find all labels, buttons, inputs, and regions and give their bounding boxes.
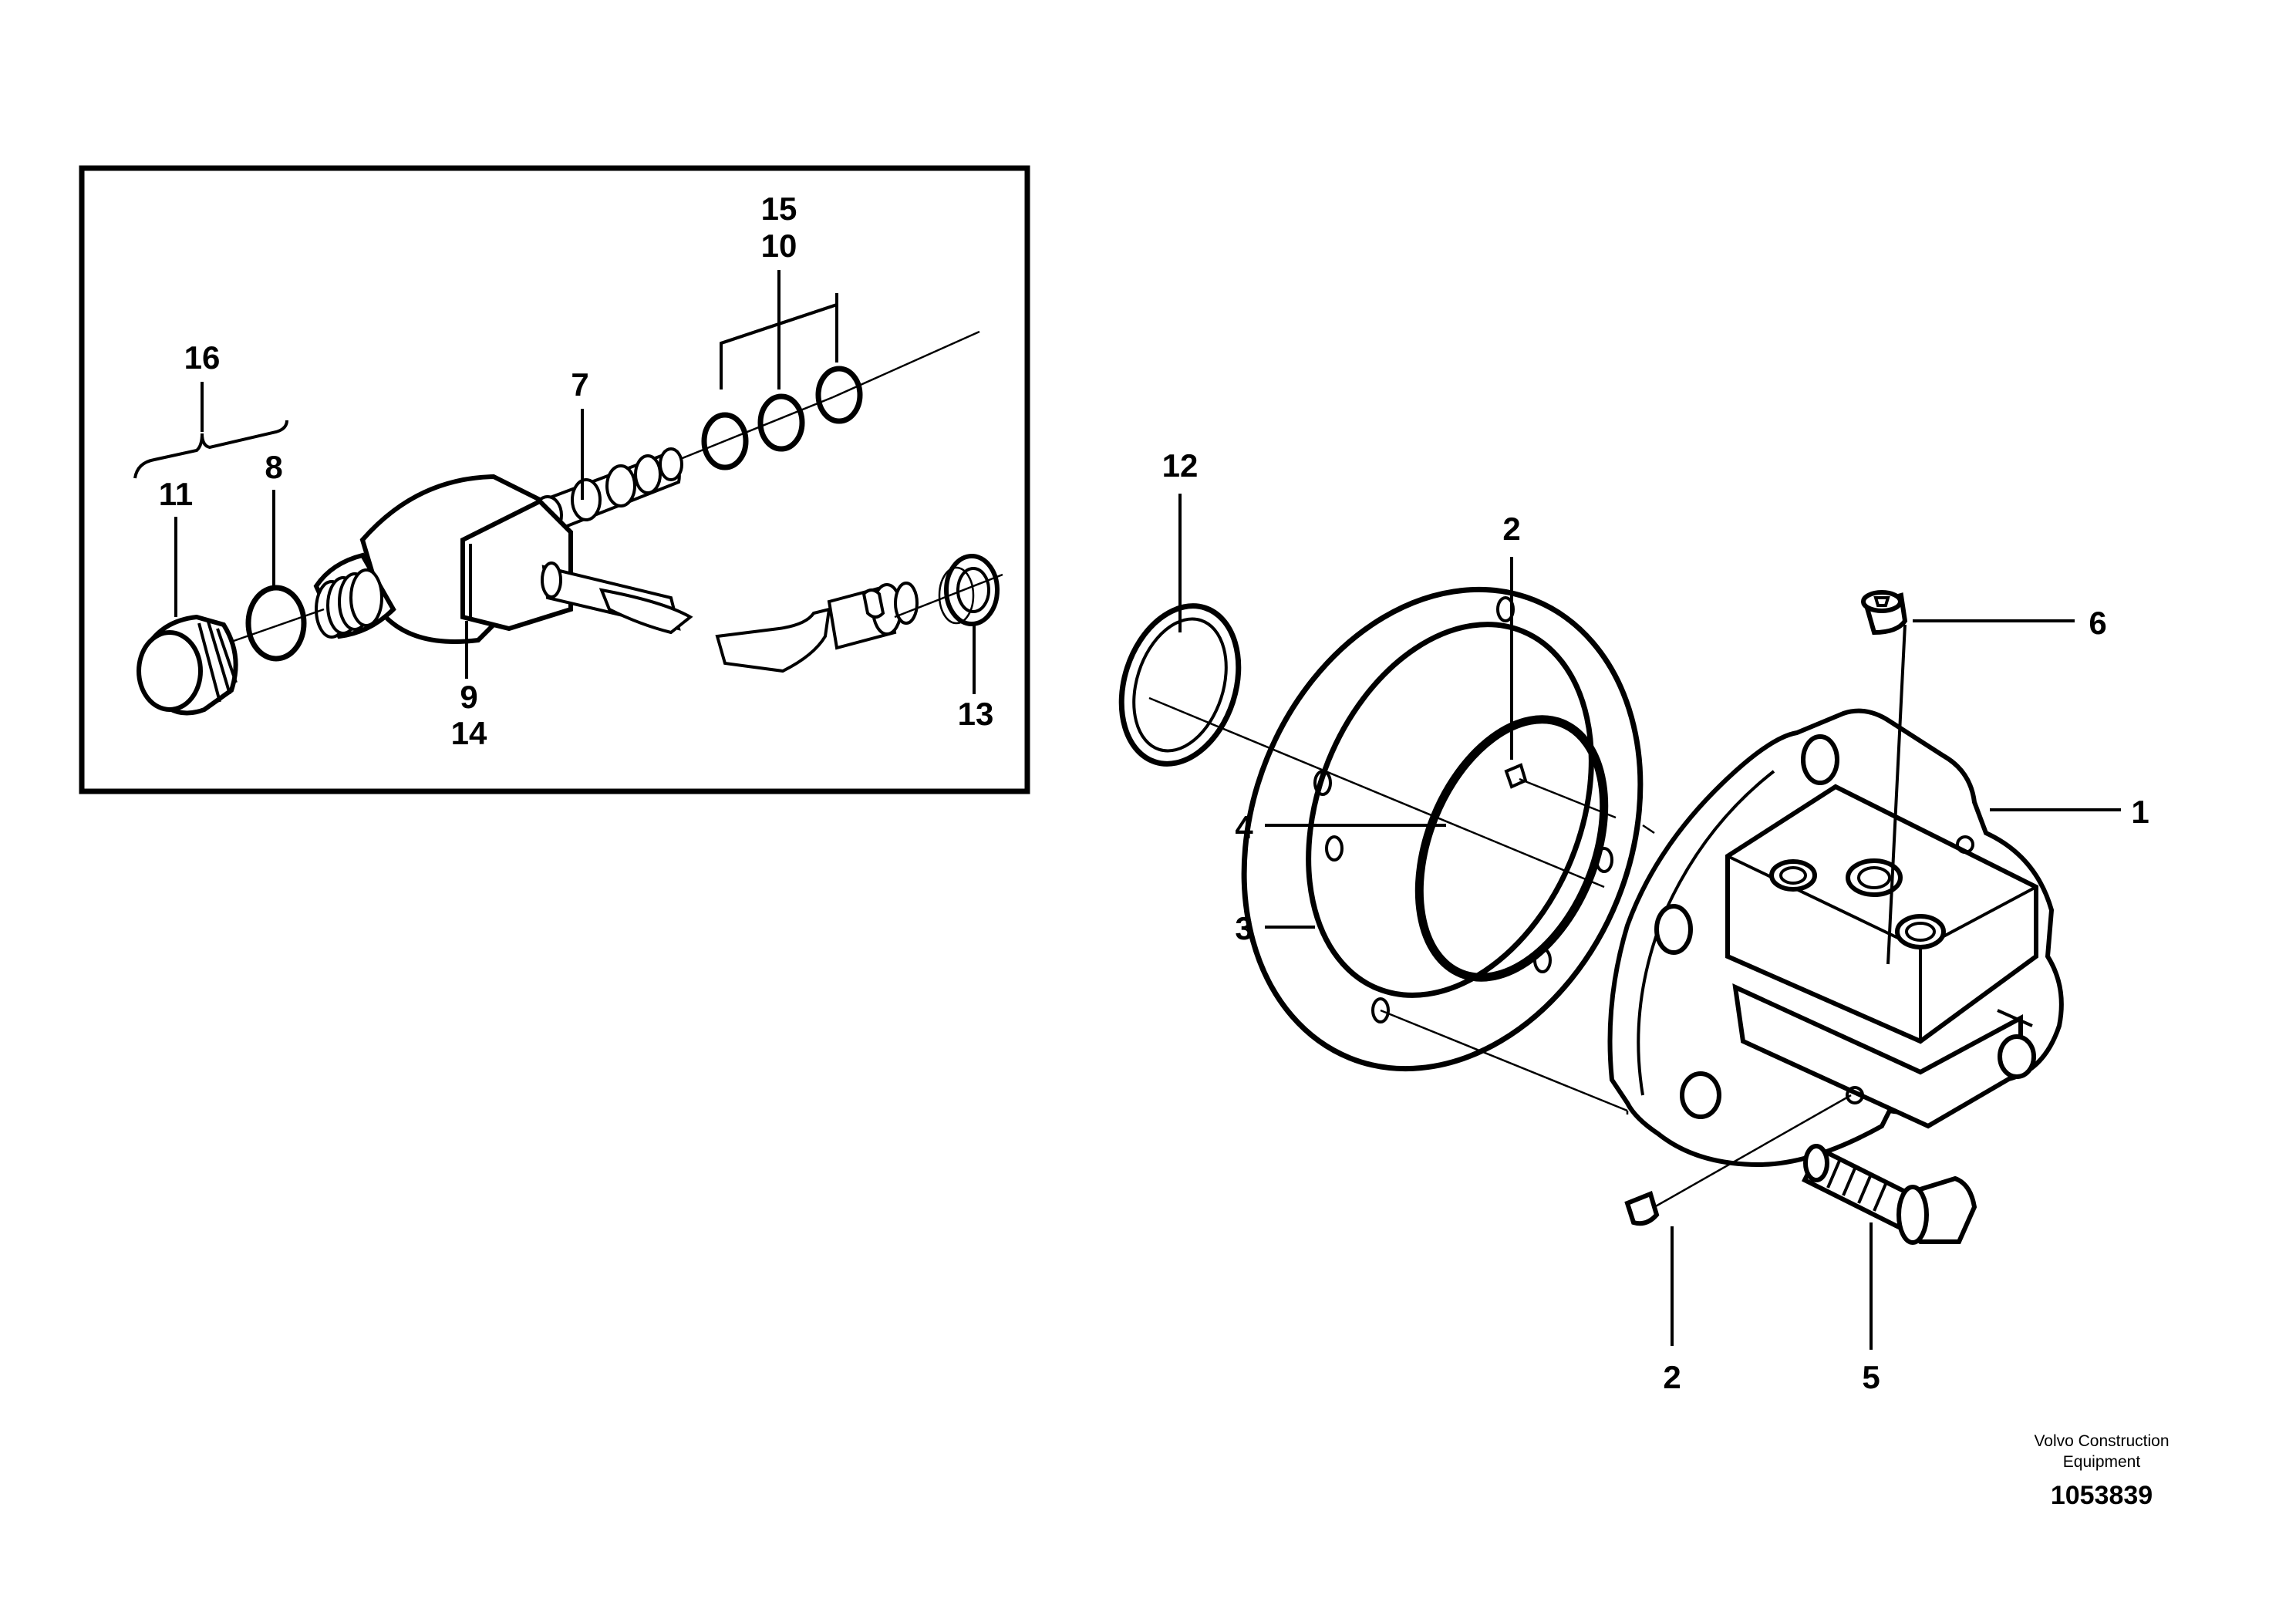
pin-tube — [541, 561, 919, 673]
plug-6 — [1861, 590, 1908, 636]
seal-ring-12 — [1118, 603, 1242, 767]
callout-3: 3 — [1235, 910, 1253, 946]
main-assembly — [1118, 494, 2121, 1350]
bolt-5 — [1801, 1144, 1977, 1245]
inset-frame — [79, 165, 1030, 794]
callout-11: 11 — [159, 476, 193, 512]
o-ring-15 — [701, 412, 749, 470]
washer-13 — [938, 554, 1000, 626]
credit-line-2: Equipment — [2063, 1453, 2141, 1471]
callout-labels: 15 10 16 7 8 11 9 14 13 12 2 6 1 4 3 2 5 — [159, 191, 2149, 1395]
callout-2-upper: 2 — [1502, 511, 1520, 547]
cap-11 — [137, 614, 238, 716]
plug-2-upper — [1504, 763, 1528, 789]
valve-assembly — [133, 270, 1003, 716]
callout-5: 5 — [1862, 1359, 1880, 1395]
o-ring-10b — [815, 366, 863, 424]
callout-4: 4 — [1235, 809, 1253, 845]
callout-10: 10 — [761, 228, 797, 264]
gasket-3 — [1241, 586, 1644, 1072]
callout-1: 1 — [2131, 794, 2149, 830]
credit-line-1: Volvo Construction — [2034, 1432, 2169, 1450]
callout-15: 15 — [761, 191, 797, 227]
callout-14: 14 — [451, 715, 487, 751]
motor-housing-1 — [1607, 708, 2064, 1168]
o-ring-8 — [245, 585, 307, 662]
credit-block: Volvo Construction Equipment 1053839 — [2034, 1432, 2169, 1510]
callout-7: 7 — [571, 366, 588, 403]
callout-6: 6 — [2089, 605, 2106, 641]
valve-body — [313, 474, 573, 644]
callout-8: 8 — [265, 449, 282, 485]
callout-13: 13 — [958, 696, 994, 732]
callout-12: 12 — [1162, 447, 1199, 484]
plug-2-lower — [1624, 1190, 1660, 1226]
callout-2-lower: 2 — [1663, 1359, 1681, 1395]
drawing-number: 1053839 — [2051, 1481, 2153, 1510]
callout-16: 16 — [184, 339, 221, 376]
callout-9: 9 — [460, 679, 477, 715]
o-ring-10a — [757, 393, 805, 452]
